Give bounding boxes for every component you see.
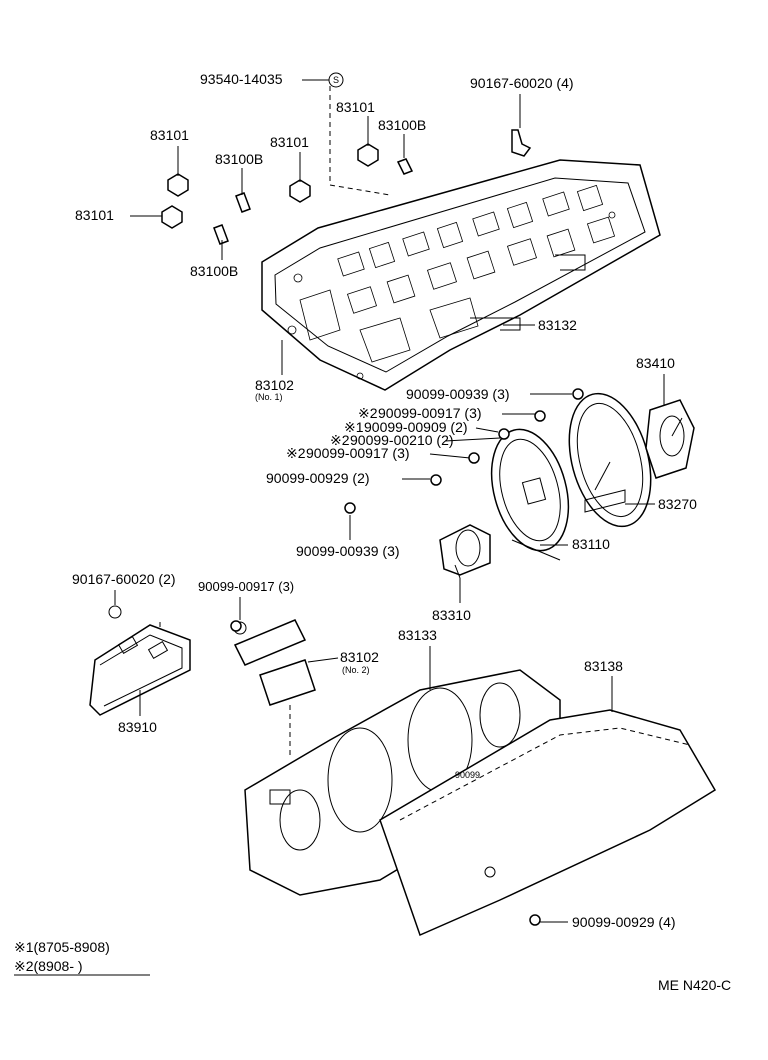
label-83100b-a: 83100B: [378, 117, 426, 133]
label-90099-00210-2: 90099-00210 (2): [350, 432, 454, 448]
label-90099-00929-4: 90099-00929 (4): [572, 914, 676, 930]
label-90099-00939-3-top: 90099-00939 (3): [406, 386, 510, 402]
label-83101-b: 83101: [336, 99, 375, 115]
label-90099-00917-3-c: 90099-00917 (3): [198, 579, 294, 594]
label-83100b-b: 83100B: [215, 151, 263, 167]
label-83110: 83110: [572, 536, 610, 552]
mark-1: ※1: [344, 419, 364, 435]
label-90099-00929-2: 90099-00929 (2): [266, 470, 370, 486]
mark-2c: ※2: [286, 445, 306, 461]
bulb-socket-group: [161, 129, 532, 245]
label-83101-c: 83101: [270, 134, 309, 150]
label-90099-00917-3-b: 90099-00917 (3): [306, 445, 410, 461]
label-83132: 83132: [538, 317, 577, 333]
gauge-temp: [439, 524, 491, 579]
label-90099-00917-3-a: 90099-00917 (3): [378, 405, 482, 421]
label-90099-00939-3-b: 90099-00939 (3): [296, 543, 400, 559]
switch-assembly: [89, 605, 191, 716]
printed-circuit-plate: [261, 159, 661, 391]
gauge-tachometer: [568, 392, 652, 528]
label-83101-a: 83101: [150, 127, 189, 143]
label-90099-00909-2: 90099-00909 (2): [364, 419, 468, 435]
label-83133: 83133: [398, 627, 437, 643]
note-2: ※2(8908- ): [14, 958, 83, 974]
label-90167-60020-4: 90167-60020 (4): [470, 75, 574, 91]
footnotes: ※1(8705-8908) ※2(8908- ) ME N420-C: [14, 939, 731, 993]
label-90167-60020-2: 90167-60020 (2): [72, 571, 176, 587]
label-83102-no1-sub: (No. 1): [255, 392, 283, 402]
label-83100b-c: 83100B: [190, 263, 238, 279]
label-83102-no2-sub: (No. 2): [342, 665, 370, 675]
note-1: ※1(8705-8908): [14, 939, 110, 955]
label-93540-14035: 93540-14035: [200, 71, 283, 87]
label-83310: 83310: [432, 607, 471, 623]
mark-s: S: [333, 75, 339, 85]
gauge-speedometer: [490, 428, 570, 561]
mark-2b: ※2: [330, 432, 350, 448]
label-83270: 83270: [658, 496, 697, 512]
mark-2a: ※2: [358, 405, 378, 421]
label-83910: 83910: [118, 719, 157, 735]
gauge-fuel: [645, 399, 695, 479]
diagram-code: ME N420-C: [658, 977, 731, 993]
part-labels: 93540-14035 S 90167-60020 (4) 83101 8310…: [72, 71, 697, 930]
label-83101-d: 83101: [75, 207, 114, 223]
screws: [230, 388, 584, 926]
printed-plate-no2: [233, 619, 316, 706]
cluster-lens: [379, 709, 717, 937]
label-83138: 83138: [584, 658, 623, 674]
label-83102-no2: 83102: [340, 649, 379, 665]
leader-lines: [114, 79, 665, 923]
label-83410: 83410: [636, 355, 675, 371]
label-83102-no1: 83102: [255, 377, 294, 393]
cluster-text: 90099: [455, 770, 480, 780]
